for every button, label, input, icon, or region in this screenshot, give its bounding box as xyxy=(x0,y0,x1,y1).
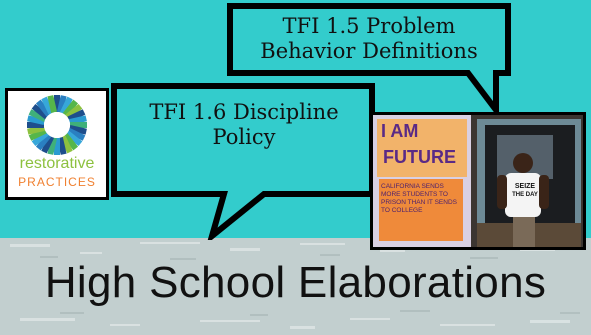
grunge-banner xyxy=(0,238,591,335)
poster-line1: I AM xyxy=(381,121,419,141)
front-bubble-line1: TFI 1.6 Discipline xyxy=(149,100,339,124)
ring-of-colored-bars-icon xyxy=(27,95,87,155)
back-bubble-line2: Behavior Definitions xyxy=(260,39,478,64)
shirt-text-line1: SEIZE xyxy=(514,183,536,190)
back-bubble-shape xyxy=(227,3,511,119)
front-bubble-text: TFI 1.6 Discipline Policy xyxy=(122,100,366,150)
poster-line2: FUTURE xyxy=(383,147,456,167)
logo-word-restorative: restorative xyxy=(19,155,95,172)
poster-note: CALIFORNIA SENDS MORE STUDENTS TO PRISON… xyxy=(381,183,457,215)
shirt-text-line2: THE DAY xyxy=(512,192,538,198)
back-bubble-text: TFI 1.5 Problem Behavior Definitions xyxy=(236,14,502,64)
front-bubble-shape xyxy=(111,83,375,240)
photo-image xyxy=(373,115,583,247)
restorative-practices-logo: restorative PRACTICES xyxy=(5,88,109,200)
back-bubble-line1: TFI 1.5 Problem xyxy=(282,14,456,38)
logo-word-practices: PRACTICES xyxy=(18,175,96,189)
slide-title: High School Elaborations xyxy=(44,258,547,307)
front-bubble-line2: Policy xyxy=(212,125,276,150)
classroom-photo: I AM FUTURE CALIFORNIA SENDS MORE STUDEN… xyxy=(370,112,586,250)
